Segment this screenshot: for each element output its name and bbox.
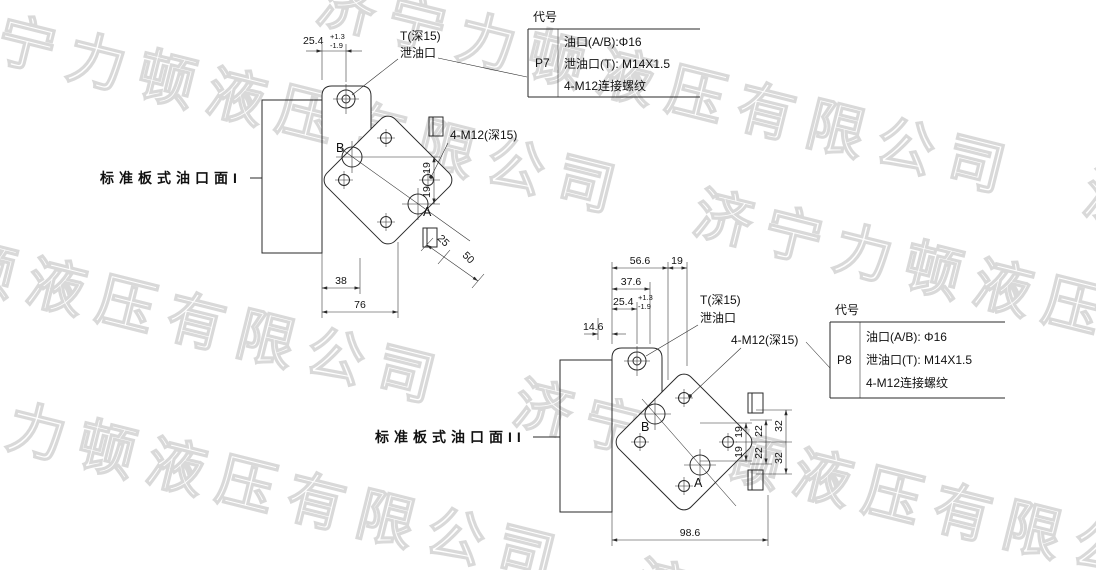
bolt-head-side-2 xyxy=(747,392,764,414)
bolt-head-side-1 xyxy=(428,116,444,137)
dim-19-top: 19 xyxy=(671,255,683,267)
diagram-port-face-1: 标准板式油口面I xyxy=(99,10,700,318)
port-a-label-2: A xyxy=(694,476,703,490)
port-axis-line-2 xyxy=(641,398,737,507)
t-port-1 xyxy=(333,84,359,114)
t-callout-text-2: 泄油口 xyxy=(700,311,736,325)
port-b-label-1: B xyxy=(336,141,344,155)
t-callout-text-1: T(深15) xyxy=(700,293,741,307)
dim-19b: 19 xyxy=(733,446,745,458)
bolt-holes-1 xyxy=(335,129,440,231)
spec-port-1: 油口(A/B):Φ16 xyxy=(564,35,642,49)
m12-callout-text: 4-M12(深15) xyxy=(731,333,798,347)
dim-19b: 19 xyxy=(421,186,433,198)
face-label-1: 标准板式油口面I xyxy=(99,170,242,186)
bolt-head-side-1 xyxy=(422,227,438,248)
spec-table-p7: 代号 P7 油口(A/B):Φ16 泄油口(T): M14X1.5 4-M12连… xyxy=(527,10,700,98)
tolerance-upper: +1.3 xyxy=(638,293,653,302)
tolerance-upper: +1.3 xyxy=(330,32,345,41)
callouts-1: T(深15) 泄油口 4-M12(深15) xyxy=(351,29,528,179)
pump-body-1 xyxy=(250,99,323,254)
dim-25-4: 25.4 xyxy=(303,35,324,47)
dim-37-6: 37.6 xyxy=(621,276,642,288)
dimensions-2: 56.6 19 37.6 25.4 +1.3 -1.9 14.6 xyxy=(583,255,792,546)
drain-boss-1 xyxy=(321,85,372,136)
code-flag-leader xyxy=(805,341,831,369)
pump-body-2 xyxy=(533,359,613,513)
t-callout-text-2: 泄油口 xyxy=(400,46,436,60)
dim-19a: 19 xyxy=(733,426,745,438)
code-p7: P7 xyxy=(535,56,550,70)
diagram-port-face-2: 标准板式油口面II xyxy=(374,255,1005,546)
bolt-holes-2 xyxy=(631,389,737,495)
spec-drain-1: 泄油口(T): M14X1.5 xyxy=(564,57,670,71)
table-header-2: 代号 xyxy=(835,303,859,317)
flange-1 xyxy=(321,85,453,248)
dim-56-6: 56.6 xyxy=(630,255,651,267)
table-header-1: 代号 xyxy=(533,10,557,24)
callouts-2: T(深15) 泄油口 4-M12(深15) xyxy=(645,293,831,398)
port-a-2 xyxy=(684,449,716,481)
m12-leader-line xyxy=(689,347,742,397)
port-b-label-2: B xyxy=(641,420,649,434)
dim-22a: 22 xyxy=(753,425,765,437)
port-b-1 xyxy=(336,141,440,173)
port-a-label-1: A xyxy=(423,205,432,219)
port-axis-line-1 xyxy=(339,147,471,242)
ports-1: B A xyxy=(333,84,471,242)
dim-22b: 22 xyxy=(753,447,765,459)
face-label-2: 标准板式油口面II xyxy=(374,429,526,445)
dim-25-4: 25.4 xyxy=(613,296,634,308)
dim-32b: 32 xyxy=(773,452,785,464)
dim-38: 38 xyxy=(335,275,347,287)
spec-port-2: 油口(A/B): Φ16 xyxy=(866,330,947,344)
t-leader-line xyxy=(351,58,399,96)
tolerance-lower: -1.9 xyxy=(638,302,651,311)
dim-76: 76 xyxy=(354,299,366,311)
dim-14-6: 14.6 xyxy=(583,321,604,333)
ports-2: B A xyxy=(624,346,737,507)
dim-50: 50 xyxy=(460,250,477,267)
t-leader-line xyxy=(645,324,699,357)
spec-thread-1: 4-M12连接螺纹 xyxy=(564,78,646,93)
code-p8: P8 xyxy=(837,353,852,367)
port-a-1 xyxy=(402,188,440,220)
tolerance-lower: -1.9 xyxy=(330,41,343,50)
code-flag-leader xyxy=(437,57,528,78)
dim-98-6: 98.6 xyxy=(680,527,701,539)
spec-thread-2: 4-M12连接螺纹 xyxy=(866,375,948,390)
spec-table-p8: 代号 P8 油口(A/B): Φ16 泄油口(T): M14X1.5 4-M12… xyxy=(829,303,1005,399)
t-callout-text-1: T(深15) xyxy=(400,29,441,43)
m12-callout-text: 4-M12(深15) xyxy=(450,128,517,142)
spec-drain-2: 泄油口(T): M14X1.5 xyxy=(866,353,972,367)
dim-32a: 32 xyxy=(773,420,785,432)
t-port-2 xyxy=(624,346,650,376)
bolt-head-side-2 xyxy=(747,469,764,491)
dim-19a: 19 xyxy=(421,162,433,174)
port-b-2 xyxy=(639,398,671,430)
